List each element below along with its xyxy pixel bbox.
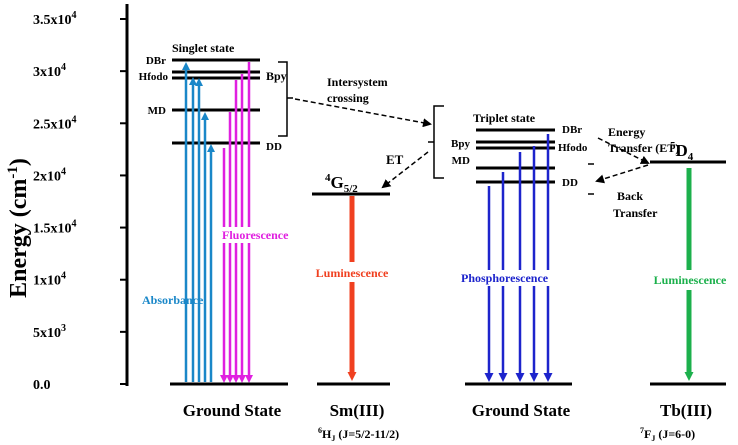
sm-ground-term: 6HJ (J=5/2-11/2) — [318, 426, 399, 443]
tb-ground-term: 7FJ (J=6-0) — [640, 426, 695, 443]
singlet-label-hfodo: Hfodo — [139, 71, 169, 83]
intersystem-crossing: Intersystem crossing — [294, 75, 432, 128]
absorbance-label: Absorbance — [142, 293, 204, 307]
singlet-label-md: MD — [148, 105, 166, 117]
y-tick-label: 0.0 — [33, 378, 51, 393]
ground-state-right-label: Ground State — [472, 401, 571, 420]
singlet-manifold: Singlet state DBr Hfodo MD Bpy DD Absorb… — [139, 41, 309, 420]
singlet-label-bpy: Bpy — [266, 69, 287, 83]
phosphorescence-arrows — [484, 134, 553, 382]
bpy-bracket — [278, 61, 293, 137]
triplet-label-dd: DD — [562, 177, 578, 189]
triplet-label-hfodo: Hfodo — [558, 142, 588, 154]
sm-luminescence-label: Luminescence — [316, 266, 389, 280]
y-axis-label: Energy (cm-1) — [5, 158, 32, 298]
y-tick-label: 1x104 — [33, 271, 66, 289]
sm-level-label: 4G5/2 — [325, 172, 358, 195]
y-axis: 3.5x104 3x104 2.5x104 2x104 1.5x104 1x104 5x10… — [5, 4, 129, 393]
y-tick-label: 3.5x104 — [33, 10, 77, 28]
tb-et-label-line1: Energy — [608, 125, 645, 139]
triplet-label-dbr: DBr — [562, 124, 582, 136]
triplet-title: Triplet state — [473, 111, 536, 125]
tb-back-transfer-arrow — [595, 164, 649, 184]
singlet-label-dbr: DBr — [146, 55, 166, 67]
phosphorescence-label: Phosphorescence — [461, 271, 549, 285]
tb-luminescence-label: Luminescence — [654, 273, 727, 287]
tb-back-label-line2: Transfer — [613, 206, 658, 220]
isc-label-line1: Intersystem — [327, 75, 388, 89]
tb-et-label-line2: Transfer (ET) — [608, 141, 679, 155]
triplet-manifold: Triplet state DBr Bpy Hfodo MD DD Phosph… — [428, 105, 588, 420]
y-tick-label: 3x104 — [33, 62, 66, 80]
tb-level-label: 5D4 — [670, 140, 694, 163]
triplet-label-bpy: Bpy — [451, 138, 470, 150]
absorbance-arrows — [182, 62, 215, 382]
sm-ion-label: Sm(III) — [330, 401, 385, 420]
fluorescence-label: Fluorescence — [222, 228, 289, 242]
isc-arrow — [294, 98, 432, 128]
triplet-label-md: MD — [452, 155, 470, 167]
tb-back-bracket — [588, 163, 594, 195]
tb-ion-label: Tb(III) — [660, 401, 712, 420]
sm-et-label: ET — [386, 152, 404, 167]
y-tick-label: 5x103 — [33, 323, 66, 341]
y-tick-label: 1.5x104 — [33, 219, 77, 237]
tb-back-label-line1: Back — [617, 189, 643, 203]
tb-et-arrow — [597, 137, 650, 164]
fluorescence-arrows — [220, 62, 253, 383]
triplet-bracket — [428, 105, 444, 179]
ground-state-left-label: Ground State — [183, 401, 282, 420]
isc-label-line2: crossing — [327, 91, 369, 105]
sm-ion: ET 4G5/2 Luminescence Sm(III) 6HJ (J=5/2… — [304, 151, 429, 443]
singlet-label-dd: DD — [266, 141, 282, 153]
tb-ion: Energy Transfer (ET) Back Transfer 5D4 L… — [588, 125, 738, 443]
y-tick-label: 2x104 — [33, 166, 66, 184]
singlet-title: Singlet state — [172, 41, 235, 55]
sm-et-arrow — [381, 151, 429, 189]
y-tick-label: 2.5x104 — [33, 114, 77, 132]
